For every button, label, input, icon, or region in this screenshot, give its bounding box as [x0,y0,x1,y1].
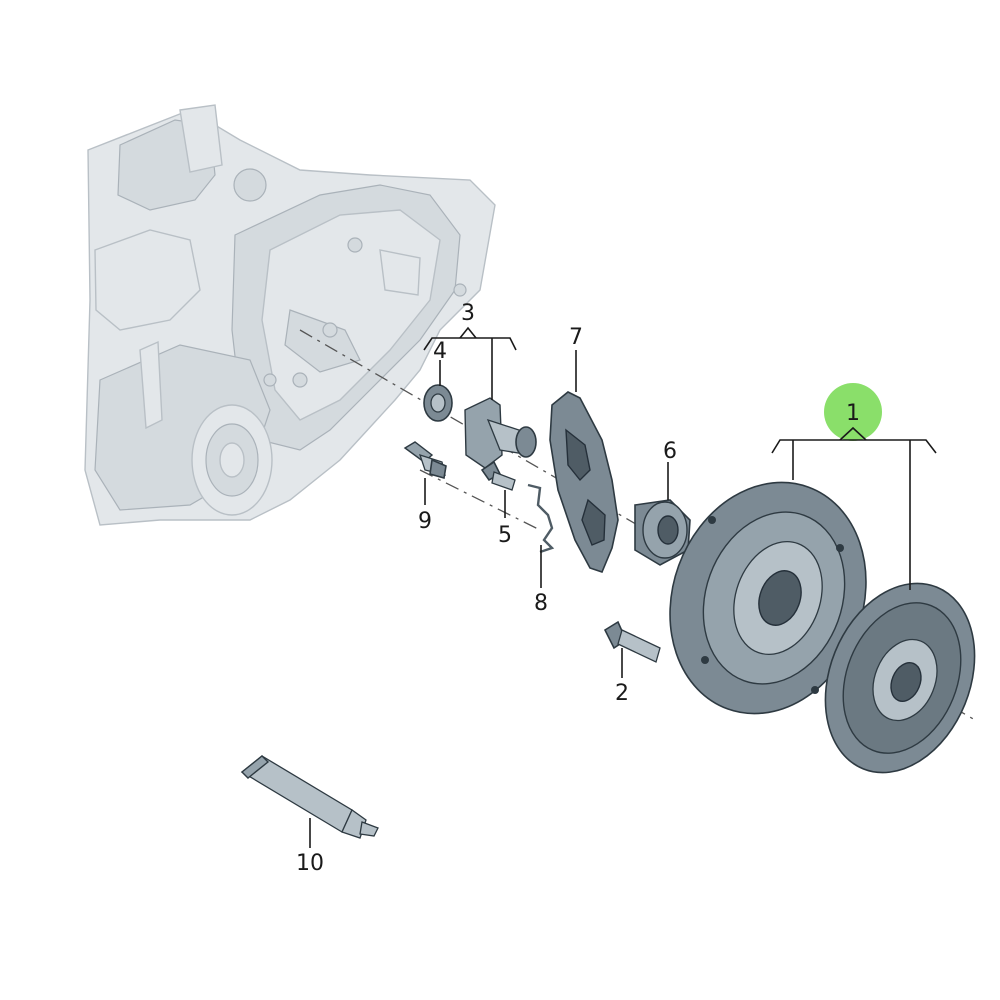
guide-bolt [403,441,447,480]
callout-7: 7 [569,325,583,350]
clutch-pressure-plate [669,481,867,715]
callout-3: 3 [461,301,475,326]
callout-4: 4 [433,339,447,364]
release-bearing [634,499,691,566]
gearbox-housing [84,104,496,526]
callout-8: 8 [534,591,548,616]
seal-ring [423,384,453,422]
callout-2: 2 [615,681,629,706]
leader-lines [309,326,937,848]
retaining-spring [527,483,555,554]
clutch-disc [824,582,976,774]
bolt [480,460,516,491]
callout-1-highlight [824,383,882,441]
guide-sleeve [464,397,537,469]
callout-10: 10 [296,851,324,876]
callout-5: 5 [498,523,512,548]
lever-axis [419,469,541,531]
callout-1: 1 [846,401,860,426]
callout-labels: 1 2 3 4 5 6 7 8 9 10 [296,301,860,876]
pressure-plate-bolt [603,620,661,663]
grease-tube [240,755,379,839]
callout-6: 6 [663,439,677,464]
release-lever [549,391,619,573]
callout-9: 9 [418,509,432,534]
